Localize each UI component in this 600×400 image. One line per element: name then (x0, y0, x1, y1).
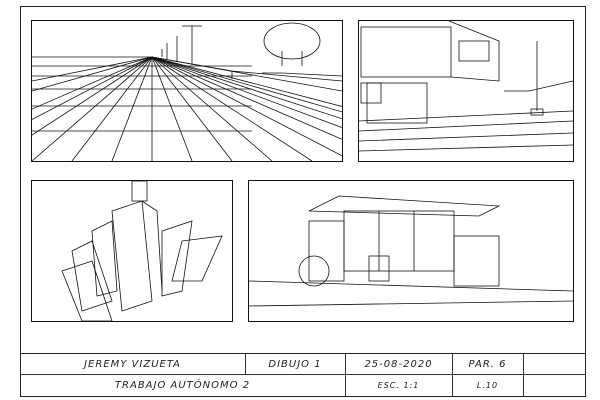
date: 25-08-2020 (364, 358, 433, 370)
perspective-line (151, 56, 313, 161)
perspective-line (32, 56, 153, 136)
perspective-line (111, 56, 153, 161)
perspective-line (32, 56, 153, 110)
perspective-line (32, 56, 153, 161)
scale: ESC. 1:1 (377, 380, 420, 390)
perspective-line (151, 56, 342, 107)
perspective-line (151, 56, 233, 161)
perspective-line (151, 56, 342, 128)
drawing-sheet-border (20, 6, 586, 397)
perspective-line (71, 56, 153, 161)
sheet-number: L.10 (476, 380, 499, 390)
work-title: TRABAJO AUTÓNOMO 2 (114, 379, 251, 391)
perspective-line (151, 56, 342, 157)
perspective-line (151, 56, 193, 161)
group: PAR. 6 (468, 358, 507, 370)
drawing-boardwalk-perspective (31, 20, 343, 162)
author-name: JEREMY VIZUETA (84, 358, 181, 370)
title-block: JEREMY VIZUETA DIBUJO 1 25-08-2020 PAR. … (20, 353, 585, 397)
perspective-line (151, 56, 342, 113)
drawing-house-stairs (358, 20, 574, 162)
perspective-line (151, 56, 273, 161)
drawing-modern-house (248, 180, 574, 322)
perspective-line (32, 56, 153, 120)
drawing-number: DIBUJO 1 (268, 358, 322, 370)
perspective-line (151, 56, 342, 140)
drawing-city-birdseye (31, 180, 233, 322)
perspective-line (151, 56, 342, 120)
